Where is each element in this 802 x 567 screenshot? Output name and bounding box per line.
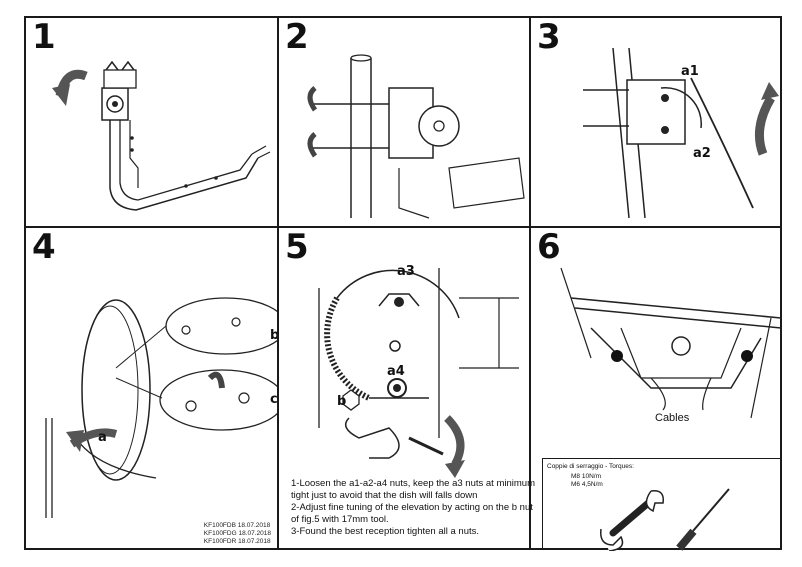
step-number: 1 — [32, 18, 56, 57]
panel-step-2: 2 — [279, 18, 529, 226]
product-codes: KF100FDB 18.07.2018 KF100FDG 18.07.2018 … — [204, 522, 271, 546]
grid-divider-middle — [26, 226, 780, 228]
label-b-nut: b — [337, 394, 347, 409]
instruction-1: 1-Loosen the a1-a2-a4 nuts, keep the a3 … — [291, 478, 535, 501]
panel-step-1: 1 — [26, 18, 277, 226]
panel-step-3: 3 a1 a2 — [531, 18, 784, 226]
label-a1: a1 — [681, 64, 699, 79]
torques-box: Coppie di serraggio - Torques: M8 10N/m … — [542, 458, 782, 551]
step-number: 3 — [537, 18, 561, 57]
torques-title: Coppie di serraggio - Torques: — [547, 463, 634, 470]
fine-tuning-illustration — [318, 268, 519, 478]
label-b: b — [270, 328, 277, 343]
product-code: KF100FDG 18.07.2018 — [203, 530, 271, 537]
label-c: c — [270, 392, 277, 407]
label-a2: a2 — [693, 146, 711, 161]
label-a3: a3 — [397, 264, 415, 279]
panel-step-5: 5 a3 a4 b — [279, 228, 529, 552]
label-a: a — [98, 430, 107, 445]
instruction-sheet: 1 2 — [24, 16, 784, 552]
torque-row-m8: M8 10N/m — [571, 473, 601, 480]
grid-divider-left — [277, 18, 279, 548]
panel-step-6: 6 Cables — [531, 228, 784, 440]
bracket-rotation-illustration — [52, 60, 271, 211]
torque-row-m6: M6 4,5N/m — [571, 481, 603, 488]
grid-divider-right — [529, 18, 531, 548]
elevation-adjust-illustration — [583, 47, 779, 219]
product-code: KF100FDR 18.07.2018 — [203, 538, 271, 545]
dish-fastening-illustration — [45, 297, 277, 518]
instruction-2: 2-Adjust fine tuning of the elevation by… — [291, 502, 533, 525]
label-cables: Cables — [655, 412, 690, 424]
mast-bracket-illustration — [307, 54, 525, 219]
label-a4: a4 — [387, 364, 405, 379]
tools-illustration — [600, 488, 730, 551]
panel-step-4: 4 b c a KF100FDB 18.07.2018 KF100FDG 18.… — [26, 228, 277, 552]
product-code: KF100FDB 18.07.2018 — [203, 522, 271, 529]
step-number: 2 — [285, 18, 309, 57]
step-number: 5 — [285, 228, 309, 267]
instructions-text: 1-Loosen the a1-a2-a4 nuts, keep the a3 … — [291, 478, 541, 538]
step-number: 6 — [537, 228, 561, 267]
instruction-3: 3-Found the best reception tighten all a… — [291, 526, 480, 537]
step-number: 4 — [32, 228, 56, 267]
cable-routing-illustration — [560, 267, 782, 419]
